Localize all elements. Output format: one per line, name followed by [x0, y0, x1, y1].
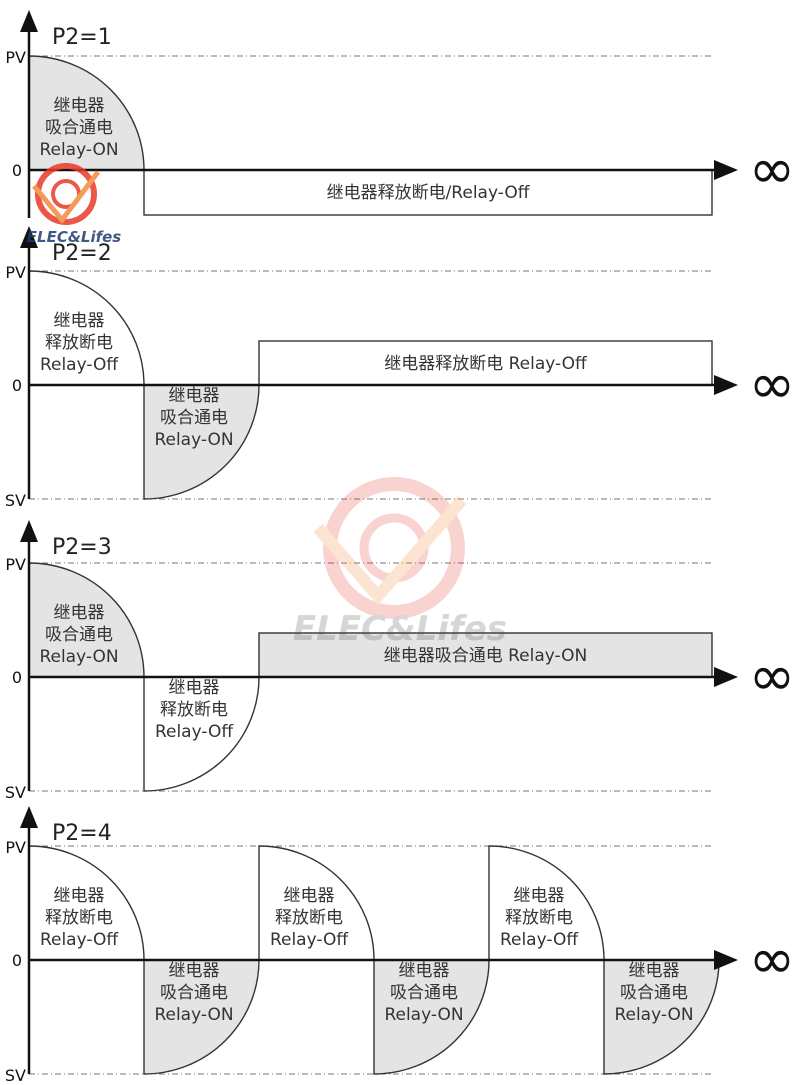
y-axis-arrow-icon [20, 520, 38, 542]
panel-title: P2=1 [52, 25, 112, 50]
panel-title: P2=2 [52, 241, 112, 266]
region-label: Relay-ON [39, 647, 118, 667]
sv-label: SV [5, 491, 26, 510]
x-axis-arrow-icon [714, 950, 738, 970]
zero-label: 0 [12, 161, 22, 180]
region-off-box [143, 169, 713, 216]
region-label: 继电器 [54, 311, 105, 331]
region-on-quarter [28, 55, 145, 171]
region-label: 继电器 [54, 603, 105, 623]
zero-label: 0 [12, 668, 22, 687]
region-label: 继电器 [169, 386, 220, 406]
region-label: Relay-ON [39, 140, 118, 160]
region-label: Relay-Off [155, 722, 234, 742]
infinity-label: ∞ [749, 927, 796, 992]
region-label: 继电器 [54, 96, 105, 116]
watermark-brand-large: ELEC&Lifes [293, 609, 507, 649]
region-label: 继电器 [629, 961, 680, 981]
sv-label: SV [5, 783, 26, 802]
region-off-quarter [143, 676, 260, 792]
region-label: Relay-ON [384, 1005, 463, 1025]
watermark-logo-large: ELEC&Lifes [293, 477, 507, 649]
region-on-quarter [143, 959, 260, 1075]
region-label: 释放断电 [160, 700, 228, 720]
watermark-logo-small: ELEC&Lifes [27, 163, 122, 246]
x-axis-arrow-icon [714, 667, 738, 687]
region-label: 继电器释放断电/Relay-Off [327, 183, 531, 203]
region-off-quarter [28, 270, 145, 386]
region-label: 吸合通电 [390, 983, 458, 1003]
region-label: Relay-Off [500, 930, 579, 950]
panel-p2-4: 继电器释放断电Relay-Off继电器吸合通电Relay-ON继电器释放断电Re… [5, 806, 796, 1085]
region-label: 继电器释放断电 Relay-Off [384, 354, 588, 374]
region-label: Relay-Off [270, 930, 349, 950]
logo-check-icon [313, 496, 467, 606]
region-label: 继电器吸合通电 Relay-ON [384, 646, 588, 666]
pv-label: PV [5, 48, 26, 67]
pv-label: PV [5, 263, 26, 282]
x-axis-arrow-icon [714, 375, 738, 395]
region-label: 继电器 [169, 678, 220, 698]
y-axis-arrow-icon [20, 806, 38, 828]
region-label: 吸合通电 [620, 983, 688, 1003]
region-label: 释放断电 [45, 908, 113, 928]
logo-check-icon [32, 170, 100, 225]
region-label: 释放断电 [45, 333, 113, 353]
region-off-quarter [28, 845, 145, 961]
infinity-label: ∞ [749, 352, 796, 417]
infinity-label: ∞ [749, 644, 796, 709]
region-label: Relay-Off [40, 930, 119, 950]
region-on-quarter [28, 562, 145, 678]
region-off-box [258, 340, 713, 386]
panel-title: P2=4 [52, 821, 112, 846]
panel-title: P2=3 [52, 535, 112, 560]
region-off-quarter [488, 845, 605, 961]
y-axis-arrow-icon [20, 226, 38, 248]
logo-ring-icon [323, 477, 465, 619]
region-off-quarter [258, 845, 375, 961]
logo-core-icon [359, 513, 429, 583]
region-label: 吸合通电 [45, 625, 113, 645]
x-axis-arrow-icon [714, 160, 738, 180]
zero-label: 0 [12, 376, 22, 395]
region-on-quarter [373, 959, 490, 1075]
region-label: 吸合通电 [160, 408, 228, 428]
region-label: 释放断电 [275, 908, 343, 928]
y-axis-arrow-icon [20, 10, 38, 32]
pv-label: PV [5, 555, 26, 574]
region-on-quarter [603, 959, 720, 1075]
region-label: 吸合通电 [45, 118, 113, 138]
region-label: 释放断电 [505, 908, 573, 928]
region-label: 继电器 [399, 961, 450, 981]
region-label: 继电器 [169, 961, 220, 981]
region-label: 吸合通电 [160, 983, 228, 1003]
region-label: Relay-ON [154, 1005, 233, 1025]
pv-label: PV [5, 838, 26, 857]
region-label: 继电器 [284, 886, 335, 906]
region-label: Relay-ON [614, 1005, 693, 1025]
region-label: 继电器 [54, 886, 105, 906]
region-label: Relay-ON [154, 430, 233, 450]
region-label: 继电器 [514, 886, 565, 906]
zero-label: 0 [12, 951, 22, 970]
infinity-label: ∞ [749, 137, 796, 202]
sv-label: SV [5, 1066, 26, 1081]
region-on-quarter [143, 384, 260, 500]
region-label: Relay-Off [40, 355, 119, 375]
watermark-brand-small: ELEC&Lifes [27, 228, 122, 246]
